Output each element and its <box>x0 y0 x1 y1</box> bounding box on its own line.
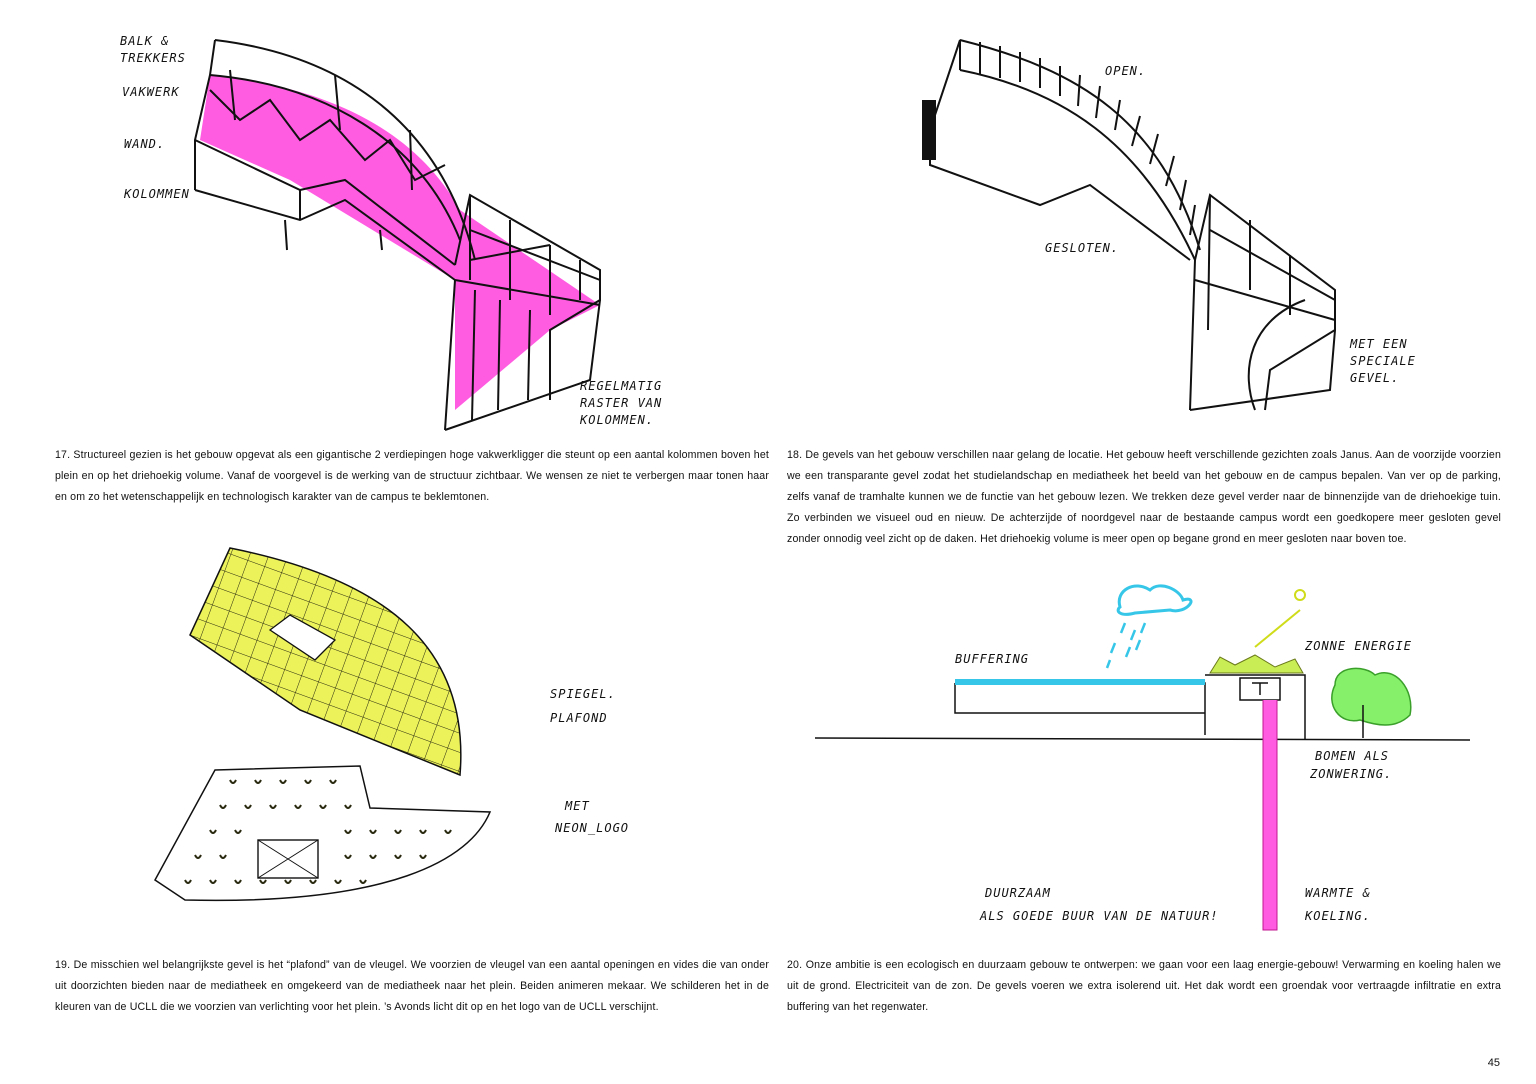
facade-outline <box>929 39 1336 411</box>
label-spiegel: SPIEGEL. <box>550 687 616 701</box>
water-buffer <box>955 679 1205 685</box>
label-kolommen: KOLOMMEN <box>123 187 190 201</box>
label-speciale: SPECIALE <box>1350 354 1416 368</box>
caption-19: 19. De misschien wel belangrijkste gevel… <box>55 959 769 1013</box>
label-neon-logo: NEON_LOGO <box>554 821 629 835</box>
tree-icon <box>1331 667 1412 726</box>
rain-icon <box>1105 622 1147 669</box>
label-met: MET <box>564 799 590 813</box>
label-gevel: GEVEL. <box>1350 371 1399 385</box>
cloud-icon <box>1116 584 1193 616</box>
label-buffering: BUFFERING <box>955 652 1029 666</box>
page-number: 45 <box>1487 1057 1500 1069</box>
label-raster: RASTER VAN <box>580 396 662 410</box>
label-goede-buur: ALS GOEDE BUUR VAN DE NATUUR! <box>979 909 1219 923</box>
caption-20: 20. Onze ambitie is een ecologisch en du… <box>787 959 1501 1013</box>
label-bomen: BOMEN ALS <box>1315 749 1389 763</box>
dark-end-wall <box>922 100 936 160</box>
label-warmte: WARMTE & <box>1305 886 1371 900</box>
label-balk: BALK & <box>120 34 169 48</box>
magenta-wall-fill <box>200 75 600 410</box>
ceiling-opening <box>268 614 337 661</box>
sun-icon <box>1294 589 1306 601</box>
label-zonwering: ZONWERING. <box>1309 767 1392 781</box>
caption-17: 17. Structureel gezien is het gebouw opg… <box>55 449 769 503</box>
truss-outline <box>194 39 601 431</box>
label-trekkers: TREKKERS <box>120 51 186 65</box>
label-vakwerk: VAKWERK <box>122 85 180 99</box>
label-kolommen-2: KOLOMMEN. <box>579 413 654 427</box>
sketch-facades: OPEN. GESLOTEN. MET EEN SPECIALE GEVEL. <box>922 39 1416 411</box>
label-koeling: KOELING. <box>1304 909 1371 923</box>
neon-dots <box>184 779 452 884</box>
sketch-sustainability: BUFFERING ZONNE ENERGIE BOMEN ALS ZONWER… <box>815 584 1471 931</box>
caption-18: 18. De gevels van het gebouw verschillen… <box>787 449 1501 545</box>
label-duurzaam: DUURZAAM <box>984 886 1051 900</box>
label-regelmatig: REGELMATIG <box>580 379 662 393</box>
label-plafond: PLAFOND <box>550 711 608 725</box>
plaza-plan <box>154 765 492 902</box>
label-gesloten: GESLOTEN. <box>1045 241 1119 255</box>
label-wand: WAND. <box>124 137 165 151</box>
label-open: OPEN. <box>1105 64 1146 78</box>
ground-line <box>815 737 1471 741</box>
sketch-ceiling: SPIEGEL. PLAFOND MET NEON_LOGO <box>154 547 629 902</box>
sketch-structure-truss: BALK & TREKKERS VAKWERK WAND. KOLOMMEN R… <box>120 34 662 431</box>
label-met-een: MET EEN <box>1349 337 1408 351</box>
label-zonne-energie: ZONNE ENERGIE <box>1304 639 1412 653</box>
geothermal-pipe <box>1262 700 1278 931</box>
sun-ray-arrow <box>1254 609 1301 648</box>
green-roof <box>1209 654 1304 674</box>
